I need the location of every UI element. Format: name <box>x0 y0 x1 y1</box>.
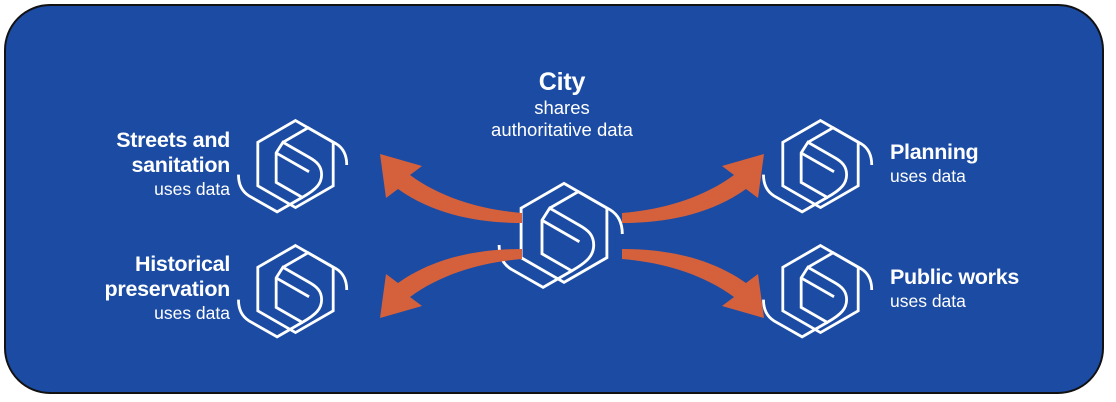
curved-arrow-icon <box>622 154 764 223</box>
node-logo-historical-preservation <box>237 232 349 348</box>
node-label-public-works: Public works uses data <box>890 265 1104 311</box>
hexagon-data-logo-icon <box>497 181 624 289</box>
node-label-streets-and-sanitation: Streets and sanitation uses data <box>34 128 230 199</box>
node-title: Planning <box>890 140 979 164</box>
hub-subtitle: shares authoritative data <box>491 97 633 141</box>
diagram-panel: City shares authoritative data Streets a… <box>4 4 1104 394</box>
node-title: Streets and sanitation <box>116 128 230 177</box>
arrow-hub-to-historical-preservation <box>366 244 526 322</box>
node-label-historical-preservation: Historical preservation uses data <box>24 252 231 323</box>
hexagon-data-logo-icon <box>762 118 874 214</box>
curved-arrow-icon <box>622 249 764 318</box>
node-subtitle: uses data <box>154 178 230 199</box>
node-logo-public-works <box>762 232 874 348</box>
arrow-hub-to-streets-and-sanitation <box>366 150 526 228</box>
node-logo-planning <box>762 107 874 223</box>
node-title: Historical preservation <box>104 252 231 301</box>
node-subtitle: uses data <box>154 302 230 323</box>
hexagon-data-logo-icon <box>237 118 349 214</box>
curved-arrow-icon <box>380 249 522 318</box>
hub-label: City shares authoritative data <box>382 68 742 141</box>
node-subtitle: uses data <box>890 165 966 186</box>
arrow-hub-to-planning <box>618 150 778 228</box>
node-label-planning: Planning uses data <box>890 140 1100 186</box>
node-title: Public works <box>890 265 1020 289</box>
node-subtitle: uses data <box>890 290 966 311</box>
hexagon-data-logo-icon <box>237 243 349 339</box>
curved-arrow-icon <box>380 154 522 223</box>
node-logo-streets-and-sanitation <box>237 107 349 223</box>
arrow-hub-to-public-works <box>618 244 778 322</box>
hub-logo <box>497 168 624 300</box>
hexagon-data-logo-icon <box>762 243 874 339</box>
hub-title: City <box>538 68 586 96</box>
